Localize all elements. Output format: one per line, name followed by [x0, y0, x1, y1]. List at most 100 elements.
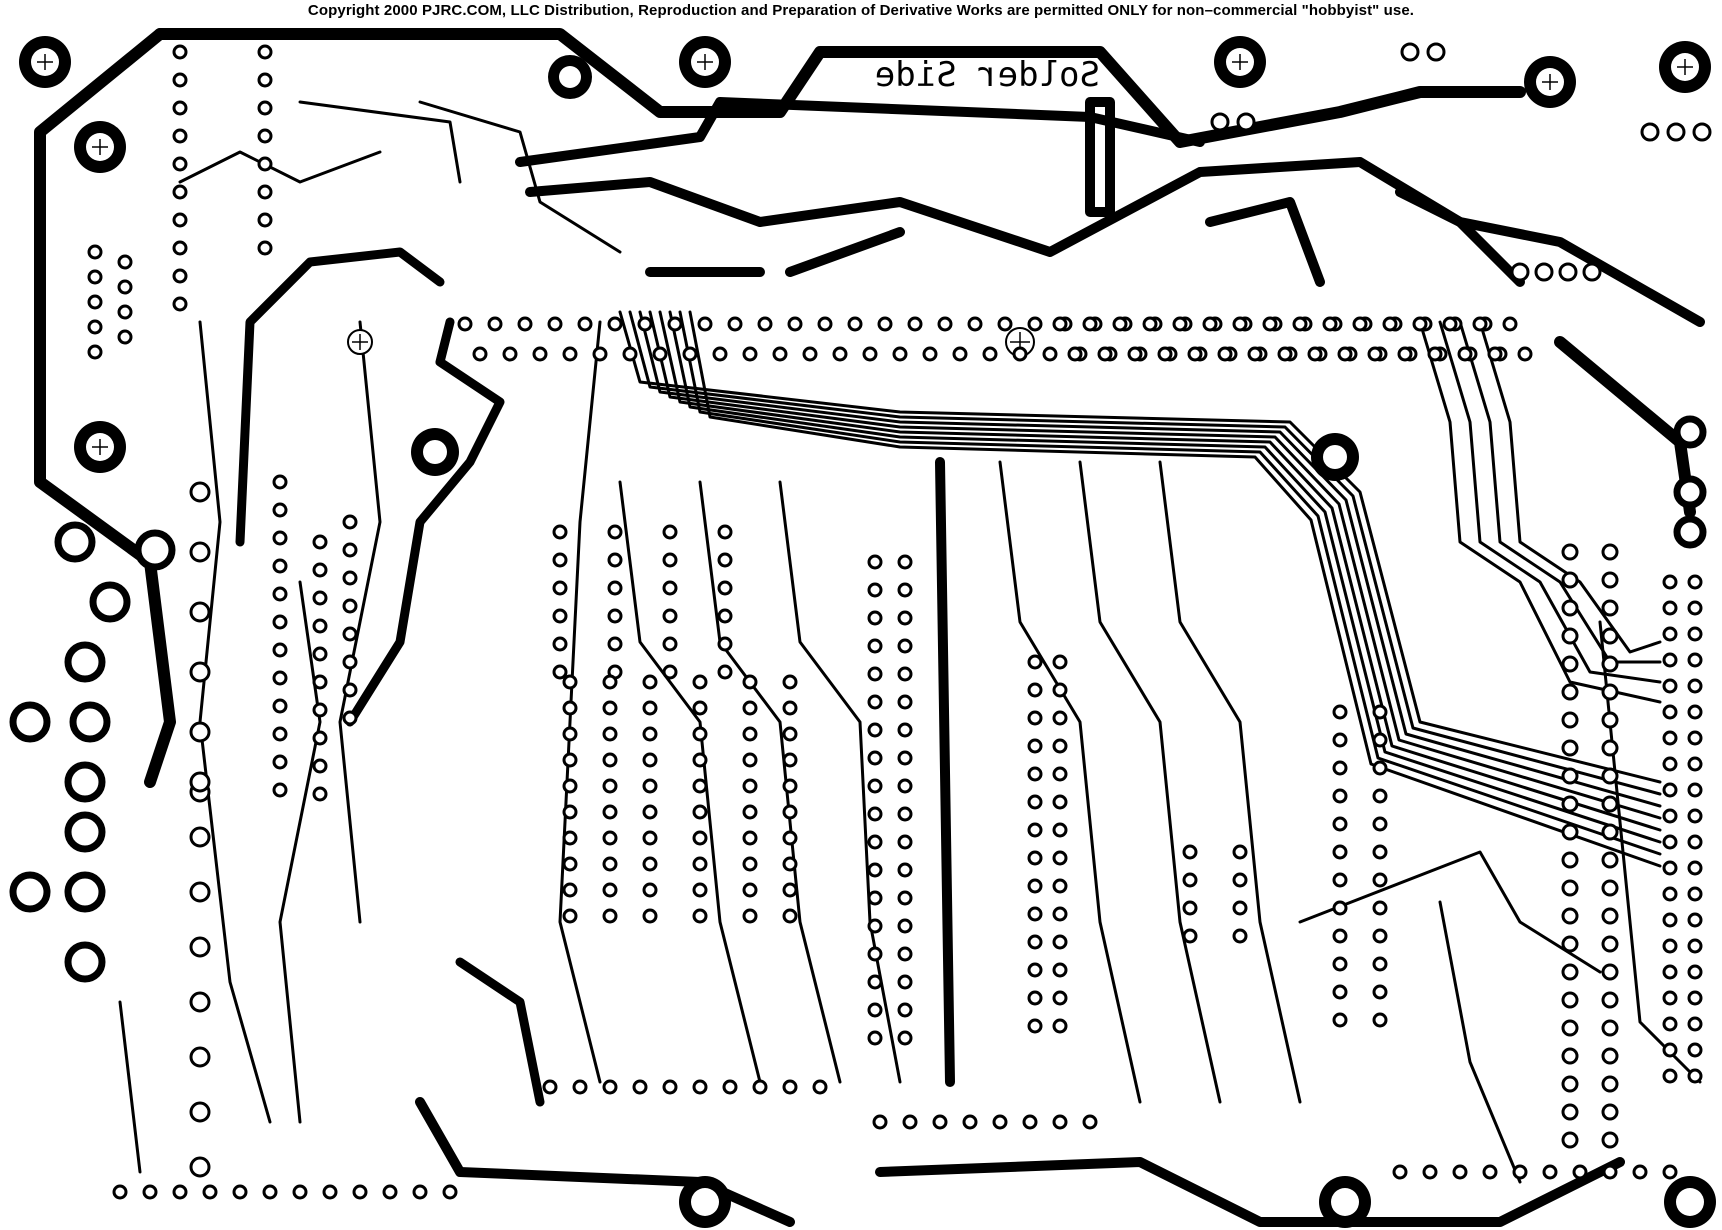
pad: [642, 856, 658, 872]
mounting-hole: [679, 1176, 731, 1228]
pad: [897, 918, 913, 934]
pad: [1027, 794, 1043, 810]
pad: [1687, 1068, 1703, 1084]
pad: [1662, 574, 1678, 590]
pad: [1372, 956, 1388, 972]
pad: [1182, 928, 1198, 944]
pad: [562, 752, 578, 768]
pad: [1561, 851, 1579, 869]
pad: [1372, 900, 1388, 916]
pad: [342, 626, 358, 642]
pad: [117, 329, 133, 345]
pad: [782, 804, 798, 820]
pad: [952, 346, 968, 362]
pad: [312, 562, 328, 578]
pad: [1601, 1131, 1619, 1149]
mounting-hole: [1319, 1176, 1371, 1228]
pad: [642, 752, 658, 768]
pad: [1601, 795, 1619, 813]
pad: [1632, 1164, 1648, 1180]
pad: [547, 316, 563, 332]
pad: [1601, 935, 1619, 953]
pad: [272, 614, 288, 630]
mounting-hole: [411, 428, 459, 476]
pad: [1561, 739, 1579, 757]
power-trace: [235, 247, 445, 547]
pad: [1202, 316, 1218, 332]
pad: [562, 778, 578, 794]
pad: [1662, 808, 1678, 824]
pad: [1601, 823, 1619, 841]
power-trace: [34, 28, 176, 788]
pad: [1687, 574, 1703, 590]
pad: [667, 316, 683, 332]
pad: [982, 346, 998, 362]
pad: [1561, 1047, 1579, 1065]
pad: [1601, 571, 1619, 589]
pad: [1561, 683, 1579, 701]
pad: [1027, 878, 1043, 894]
pad: [692, 856, 708, 872]
pad: [189, 541, 211, 563]
pad: [1052, 794, 1068, 810]
pad: [1662, 834, 1678, 850]
pad: [642, 830, 658, 846]
pad: [1561, 1075, 1579, 1093]
pad: [622, 346, 638, 362]
pad: [802, 346, 818, 362]
power-trace: [935, 457, 955, 1087]
pad: [867, 918, 883, 934]
pad: [897, 778, 913, 794]
pad: [257, 212, 273, 228]
copper-traces: [34, 28, 1705, 1227]
pad: [1561, 1131, 1579, 1149]
power-trace: [1554, 336, 1696, 518]
pad: [1332, 732, 1348, 748]
mounting-hole: [74, 421, 126, 473]
pad: [1332, 788, 1348, 804]
pad: [1277, 346, 1293, 362]
pad: [382, 1184, 398, 1200]
pad: [1561, 711, 1579, 729]
pad: [1372, 760, 1388, 776]
pad: [897, 1030, 913, 1046]
mounting-hole: [74, 121, 126, 173]
pad: [272, 726, 288, 742]
pad: [1687, 626, 1703, 642]
pad: [1687, 938, 1703, 954]
pad: [1687, 834, 1703, 850]
power-trace: [154, 28, 1526, 148]
pad: [189, 601, 211, 623]
pad: [867, 582, 883, 598]
pad: [87, 344, 103, 360]
pad: [727, 316, 743, 332]
pad: [502, 346, 518, 362]
pad: [1662, 730, 1678, 746]
pad: [1561, 543, 1579, 561]
pad: [1687, 600, 1703, 616]
pad: [607, 524, 623, 540]
pad: [1687, 1042, 1703, 1058]
pad: [1027, 766, 1043, 782]
pad: [897, 834, 913, 850]
silkscreen-label: Solder Side: [874, 55, 1100, 95]
pad: [1601, 627, 1619, 645]
pad: [782, 908, 798, 924]
pad: [642, 778, 658, 794]
pad: [692, 700, 708, 716]
pad: [272, 670, 288, 686]
pad: [742, 882, 758, 898]
pad: [1052, 878, 1068, 894]
pad: [662, 524, 678, 540]
pad: [717, 664, 733, 680]
pad: [172, 268, 188, 284]
pad: [1372, 788, 1388, 804]
pad: [1482, 1164, 1498, 1180]
pad: [1372, 1012, 1388, 1028]
pad: [262, 1184, 278, 1200]
pad: [172, 156, 188, 172]
pad: [1027, 654, 1043, 670]
pad: [1512, 1164, 1528, 1180]
power-trace: [345, 317, 505, 727]
pad: [602, 1079, 618, 1095]
